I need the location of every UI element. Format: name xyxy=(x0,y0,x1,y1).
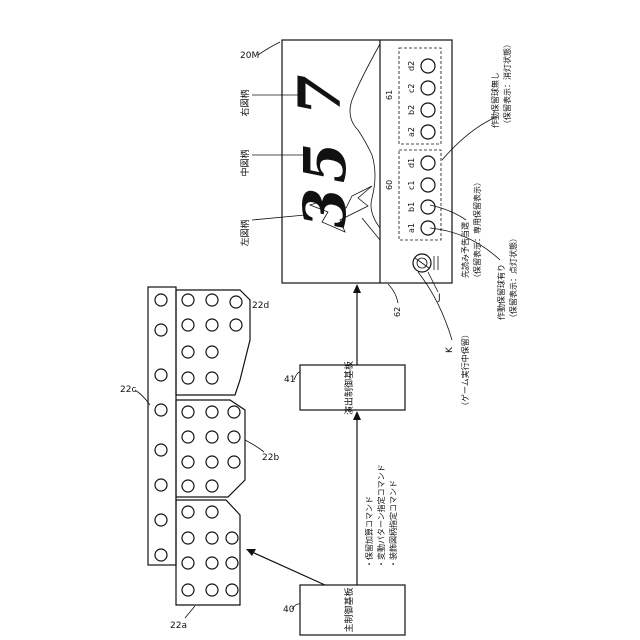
lamp-35 xyxy=(206,557,218,569)
lamp-19 xyxy=(206,406,218,418)
effect-board-label: 演出制御基板 xyxy=(343,361,355,415)
lamp-5 xyxy=(155,479,167,491)
arrow-main-to-effect xyxy=(353,411,361,585)
lamp-10 xyxy=(230,296,242,308)
lamp-13 xyxy=(230,319,242,331)
lamp-29 xyxy=(182,506,194,518)
ref-j: J xyxy=(437,293,441,303)
lamp-18 xyxy=(182,406,194,418)
lamp-24 xyxy=(182,456,194,468)
command-3: ・装飾図柄指定コマンド xyxy=(388,480,398,568)
lamp-2 xyxy=(155,369,167,381)
right-symbol-label: 右図柄 xyxy=(239,89,251,116)
svg-text:（保留表示：点灯状態）: （保留表示：点灯状態） xyxy=(508,234,518,322)
lamp-17 xyxy=(206,372,218,384)
ref-k: K xyxy=(445,346,455,353)
lamp-0 xyxy=(155,294,167,306)
lamp-38 xyxy=(206,584,218,596)
center-symbol-digit: 5 xyxy=(291,143,359,183)
lamp-6 xyxy=(155,514,167,526)
svg-text:（保留表示：専用保留表示）: （保留表示：専用保留表示） xyxy=(472,178,482,282)
effect-control-board: 演出制御基板 41 xyxy=(284,361,405,415)
lamp-39 xyxy=(226,584,238,596)
hold-slot-label-c2: c2 xyxy=(407,84,416,94)
ref-22b: 22b xyxy=(262,453,279,463)
center-symbol-label: 中図柄 xyxy=(239,149,251,176)
lamp-22 xyxy=(206,431,218,443)
command-1: ・保留加算コマンド xyxy=(364,496,374,568)
lamp-8 xyxy=(182,294,194,306)
svg-text:（保留表示：消灯状態）: （保留表示：消灯状態） xyxy=(502,40,512,128)
arrow-effect-to-display xyxy=(353,284,361,365)
lamp-3 xyxy=(155,404,167,416)
lamp-37 xyxy=(182,584,194,596)
hold-slot-label-a2: a2 xyxy=(407,127,416,137)
main-board-label: 主制御基板 xyxy=(343,587,355,632)
svg-text:先読み予告当選: 先読み予告当選 xyxy=(460,222,470,278)
lamp-27 xyxy=(182,480,194,492)
lamp-20 xyxy=(228,406,240,418)
display-screen: 20M 3 5 7 左図柄 中図柄 右図柄 xyxy=(239,40,452,283)
hold-slot-label-d2: d2 xyxy=(407,61,416,71)
lamp-25 xyxy=(206,456,218,468)
main-board-ref: 40 xyxy=(283,605,295,615)
hold-lamp-panels xyxy=(148,287,250,605)
lamp-12 xyxy=(206,319,218,331)
lamp-32 xyxy=(206,532,218,544)
hold-slot-label-a1: a1 xyxy=(407,223,416,233)
ref-61: 61 xyxy=(385,90,394,100)
left-symbol-digit: 3 xyxy=(291,188,359,228)
ref-62: 62 xyxy=(393,307,402,317)
k-note: （ゲーム実行中保留） xyxy=(460,330,470,410)
lamp-28 xyxy=(206,480,218,492)
svg-text:作動保留球有り: 作動保留球有り xyxy=(496,264,506,320)
lamp-4 xyxy=(155,444,167,456)
lamp-7 xyxy=(155,549,167,561)
lamp-1 xyxy=(155,324,167,336)
lamp-21 xyxy=(182,431,194,443)
lamp-36 xyxy=(226,557,238,569)
lamp-15 xyxy=(206,346,218,358)
lamp-31 xyxy=(182,532,194,544)
lamp-11 xyxy=(182,319,194,331)
ref-22c: 22c xyxy=(120,385,136,395)
command-2: ・変動パターン指定コマンド xyxy=(376,464,386,568)
ref-60: 60 xyxy=(385,180,394,190)
left-symbol-label: 左図柄 xyxy=(239,219,251,246)
lamp-9 xyxy=(206,294,218,306)
main-control-board: 主制御基板 40 xyxy=(283,585,405,635)
lamp-panel-22b xyxy=(176,400,245,497)
effect-board-ref: 41 xyxy=(284,375,295,385)
lamp-23 xyxy=(228,431,240,443)
lamp-26 xyxy=(228,456,240,468)
hold-slot-label-b1: b1 xyxy=(407,202,416,212)
hold-slot-label-c1: c1 xyxy=(407,181,416,191)
lamp-strip-22c xyxy=(148,287,176,565)
ref-22a: 22a xyxy=(170,621,187,631)
hold-slot-label-b2: b2 xyxy=(407,105,416,115)
display-ref: 20M xyxy=(240,51,259,61)
lamp-34 xyxy=(182,557,194,569)
command-list: ・保留加算コマンド ・変動パターン指定コマンド ・装飾図柄指定コマンド xyxy=(364,464,398,568)
lamp-33 xyxy=(226,532,238,544)
lamp-30 xyxy=(206,506,218,518)
hold-slot-label-d1: d1 xyxy=(407,158,416,168)
lamp-16 xyxy=(182,372,194,384)
arrow-main-to-hold-lamps xyxy=(246,549,325,585)
ref-22d: 22d xyxy=(252,301,269,311)
lamp-14 xyxy=(182,346,194,358)
